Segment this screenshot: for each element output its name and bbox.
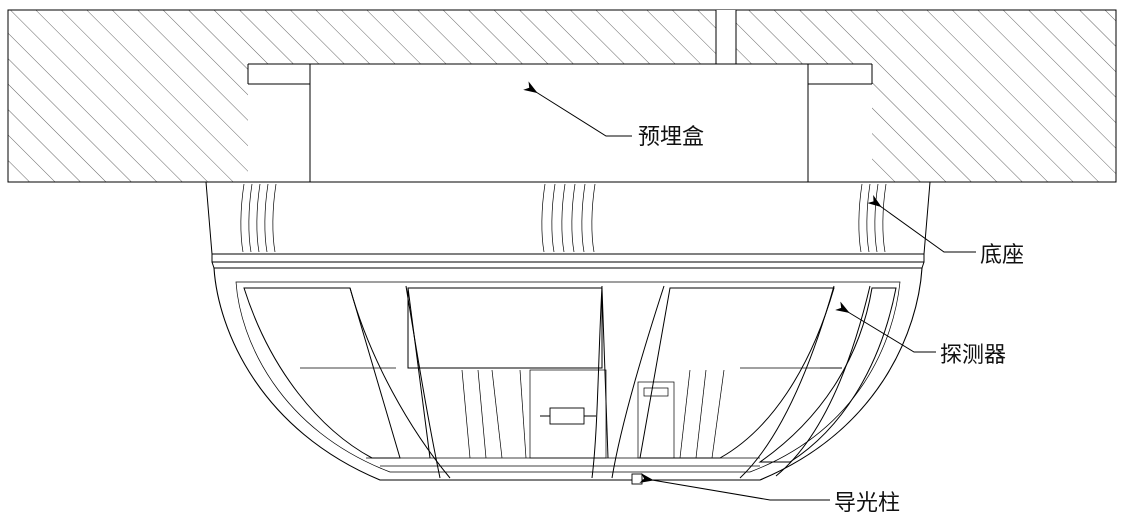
callout-detector: 探测器 [835, 301, 1006, 368]
base [205, 181, 931, 269]
callout-base: 底座 [867, 194, 1024, 268]
detector-body [213, 267, 923, 485]
callout-embedded-box: 预埋盒 [523, 81, 704, 150]
light-guide-label: 导光柱 [834, 491, 900, 516]
embedded-box-label: 预埋盒 [638, 125, 704, 150]
callout-light-guide: 导光柱 [639, 473, 900, 516]
embedded-box [8, 63, 1116, 183]
detector-label: 探测器 [940, 343, 1006, 368]
base-label: 底座 [980, 243, 1024, 268]
